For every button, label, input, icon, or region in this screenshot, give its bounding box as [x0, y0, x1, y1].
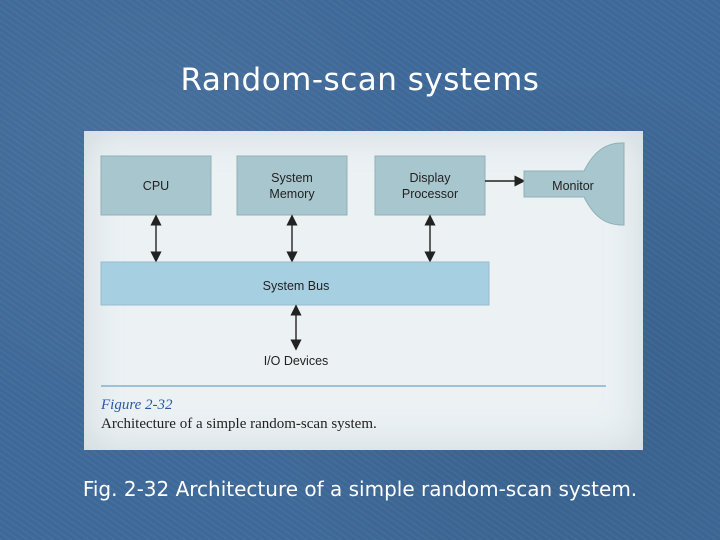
system-memory-label-line2: Memory — [269, 187, 315, 201]
display-processor-label-line2: Processor — [402, 187, 458, 201]
display-processor-block — [374, 155, 486, 216]
system-memory-block — [236, 155, 348, 216]
figure-caption: Architecture of a simple random-scan sys… — [101, 416, 377, 432]
cpu-block — [100, 155, 212, 216]
figure-heading: Figure 2-32 — [101, 397, 173, 413]
monitor-label: Monitor — [552, 179, 594, 193]
system-bus-block — [100, 261, 490, 306]
monitor-shape — [523, 142, 625, 226]
display-processor-label-line1: Display — [410, 171, 452, 185]
system-bus-label: System Bus — [263, 279, 330, 293]
slide-caption: Fig. 2-32 Architecture of a simple rando… — [82, 477, 638, 501]
cpu-label: CPU — [143, 179, 169, 193]
io-devices-label: I/O Devices — [264, 354, 329, 368]
system-memory-label-line1: System — [271, 171, 313, 185]
architecture-diagram: CPU System Memory Display Processor Moni… — [100, 142, 625, 387]
architecture-figure: CPU System Memory Display Processor Moni… — [84, 131, 643, 450]
slide-title: Random-scan systems — [180, 62, 540, 98]
